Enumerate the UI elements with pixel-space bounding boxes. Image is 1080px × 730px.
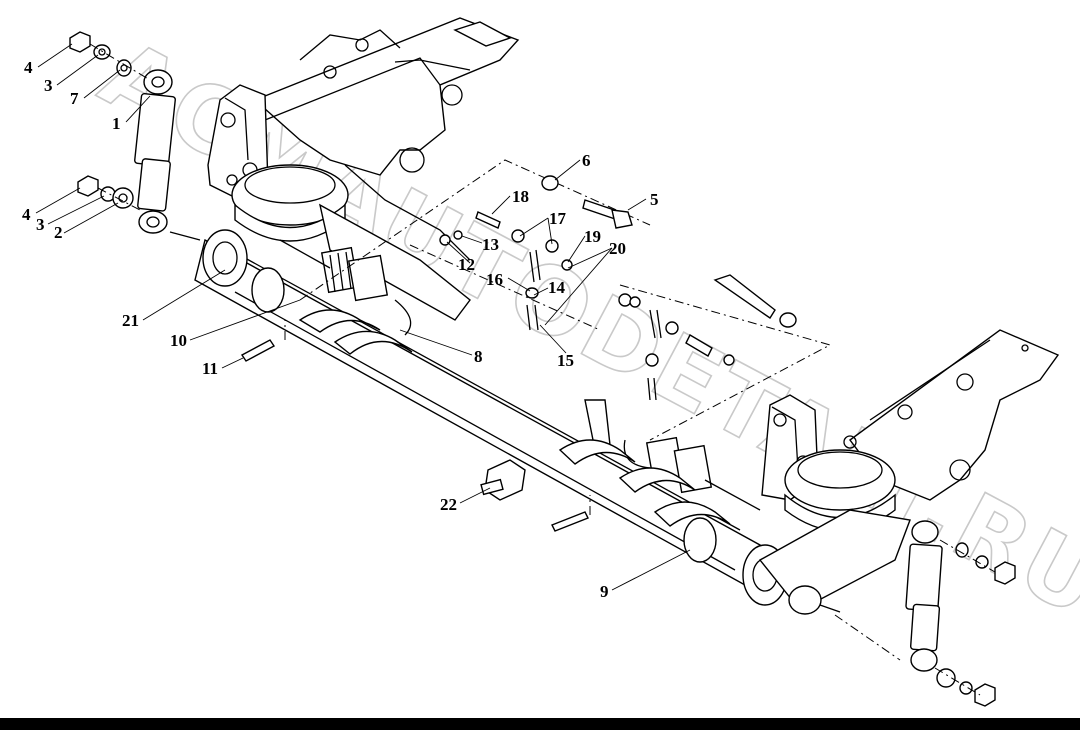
right-axle-straps bbox=[558, 399, 731, 527]
callout-18: 18 bbox=[512, 187, 529, 206]
bottom-border-bar bbox=[0, 718, 1080, 730]
callout-15: 15 bbox=[557, 351, 574, 370]
callout-7: 7 bbox=[70, 89, 79, 108]
callout-4-upper: 4 bbox=[24, 58, 33, 77]
level-sensor bbox=[480, 459, 526, 501]
left-air-spring bbox=[231, 164, 349, 242]
callout-4-lower: 4 bbox=[22, 205, 31, 224]
callout-22: 22 bbox=[440, 495, 457, 514]
leader-lines bbox=[35, 43, 691, 591]
callout-14: 14 bbox=[548, 278, 566, 297]
callout-12: 12 bbox=[458, 255, 475, 274]
callout-6: 6 bbox=[582, 151, 591, 170]
callout-3-upper: 3 bbox=[44, 76, 53, 95]
callout-1: 1 bbox=[112, 114, 121, 133]
left-frame-rail bbox=[253, 17, 520, 176]
bolts bbox=[240, 320, 591, 532]
right-shock-absorber bbox=[834, 520, 943, 672]
left-trailing-arm bbox=[318, 164, 471, 321]
right-frame-rail bbox=[843, 329, 1060, 501]
callout-8: 8 bbox=[474, 347, 483, 366]
callout-21: 21 bbox=[122, 311, 139, 330]
callout-11: 11 bbox=[202, 359, 218, 378]
callout-13: 13 bbox=[482, 235, 499, 254]
callout-16: 16 bbox=[486, 270, 503, 289]
left-height-valve bbox=[279, 239, 389, 302]
callout-17: 17 bbox=[549, 209, 567, 228]
right-center-hardware bbox=[618, 274, 832, 441]
upper-left-fasteners bbox=[69, 31, 151, 81]
lower-left-fasteners bbox=[77, 175, 141, 211]
callout-20: 20 bbox=[609, 239, 626, 258]
left-axle-straps bbox=[298, 299, 413, 355]
callout-9: 9 bbox=[600, 582, 609, 601]
right-upper-fasteners bbox=[939, 539, 1016, 585]
right-trailing-arm bbox=[758, 509, 911, 615]
callout-2: 2 bbox=[54, 223, 63, 242]
left-shock-absorber bbox=[134, 69, 201, 241]
callout-19: 19 bbox=[584, 227, 601, 246]
callout-labels: 4 3 7 1 4 3 2 5 6 18 17 13 19 20 12 16 1… bbox=[22, 58, 659, 601]
right-lower-fasteners bbox=[934, 667, 996, 707]
callout-3-lower: 3 bbox=[36, 215, 45, 234]
callout-5: 5 bbox=[650, 190, 659, 209]
callout-10: 10 bbox=[170, 331, 187, 350]
